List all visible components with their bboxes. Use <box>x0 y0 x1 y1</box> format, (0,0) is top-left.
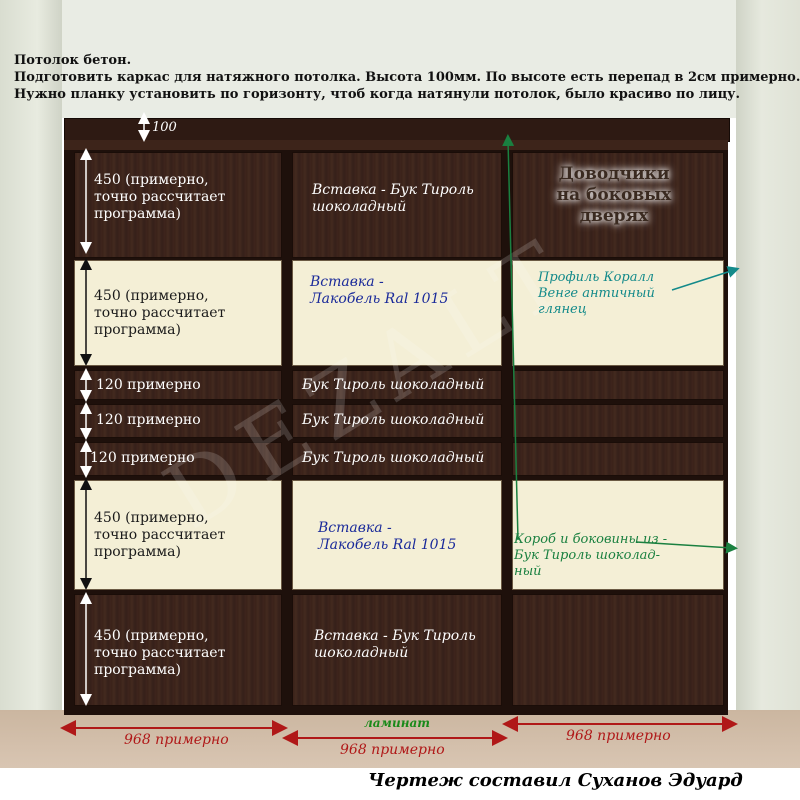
door2-row6-label: Вставка - Лакобель Ral 1015 <box>318 520 456 554</box>
label-line: 450 (примерно, <box>94 510 209 526</box>
label-line: программа) <box>94 544 181 560</box>
door2-row5-label: Бук Тироль шоколадный <box>302 450 485 466</box>
label-line: программа) <box>94 206 181 222</box>
label-line: на боковых <box>556 185 672 205</box>
label-line: Вставка - Бук Тироль <box>312 182 474 198</box>
width-middle-label: 968 примерно <box>340 742 445 758</box>
door1-panel-5 <box>74 442 282 476</box>
signature: Чертеж составил Суханов Эдуард <box>368 770 743 791</box>
box-leader-top <box>502 134 519 541</box>
label-line: Короб и боковины из - <box>514 532 668 547</box>
width-right-label: 968 примерно <box>566 728 671 744</box>
label-line: Бук Тироль шоколад- <box>514 548 661 563</box>
door1-row5-label: 120 примерно <box>90 450 195 466</box>
label-line: шоколадный <box>312 199 407 215</box>
box-leader-side <box>635 541 738 554</box>
label-line: Вставка - <box>318 520 392 536</box>
note-line: Потолок бетон. <box>14 53 132 68</box>
door2-panel-1 <box>292 152 502 258</box>
door3-panel-7 <box>512 594 724 706</box>
door1-row3-label: 120 примерно <box>96 377 201 393</box>
bottom-band <box>0 768 800 800</box>
door2-panel-5 <box>292 442 502 476</box>
door3-panel-5 <box>512 442 724 476</box>
label-line: Лакобель Ral 1015 <box>318 537 457 553</box>
label-line: 450 (примерно, <box>94 172 209 188</box>
note-line: Подготовить каркас для натяжного потолка… <box>14 70 800 85</box>
label-line: дверях <box>579 206 649 226</box>
label-line: Венге античный <box>538 286 655 301</box>
door1-row1-label: 450 (примерно, точно рассчитает программ… <box>94 172 225 223</box>
note-line: Нужно планку установить по горизонту, чт… <box>14 87 741 102</box>
label-line: шоколадный <box>314 645 409 661</box>
label-line: программа) <box>94 662 181 678</box>
ceiling <box>0 0 800 118</box>
label-line: точно рассчитает <box>94 305 226 321</box>
door1-row2-label: 450 (примерно, точно рассчитает программ… <box>94 288 225 339</box>
top-height-dim: 100 <box>152 120 177 135</box>
door2-panel-3 <box>292 370 502 400</box>
label-line: Вставка - Бук Тироль <box>314 628 476 644</box>
door2-panel-6 <box>292 480 502 590</box>
label-line: точно рассчитает <box>94 527 226 543</box>
label-line: 450 (примерно, <box>94 288 209 304</box>
door3-panel-1 <box>512 152 724 258</box>
label-line: программа) <box>94 322 181 338</box>
door1-panel-7 <box>74 594 282 706</box>
door1-row6-label: 450 (примерно, точно рассчитает программ… <box>94 510 225 561</box>
label-line: точно рассчитает <box>94 645 226 661</box>
width-left-label: 968 примерно <box>124 732 229 748</box>
label-line: 450 (примерно, <box>94 628 209 644</box>
door1-panel-1 <box>74 152 282 258</box>
door1-row7-label: 450 (примерно, точно рассчитает программ… <box>94 628 225 679</box>
notes: Потолок бетон. Подготовить каркас для на… <box>14 52 800 103</box>
door2-panel-4 <box>292 404 502 438</box>
floor-label: ламинат <box>364 716 430 730</box>
profile-leader <box>671 266 740 291</box>
label-line: ный <box>514 564 542 579</box>
door1-row4-label: 120 примерно <box>96 412 201 428</box>
door3-panel-6 <box>512 480 724 590</box>
label-line: Профиль Коралл <box>538 270 655 285</box>
label-line: Лакобель Ral 1015 <box>310 291 449 307</box>
door3-panel-3 <box>512 370 724 400</box>
door1-panel-6 <box>74 480 282 590</box>
door2-row1-label: Вставка - Бук Тироль шоколадный <box>312 182 474 216</box>
profile-label: Профиль Коралл Венге античный глянец <box>538 270 655 318</box>
door1-panel-2 <box>74 260 282 366</box>
door1-panel-4 <box>74 404 282 438</box>
label-line: Вставка - <box>310 274 384 290</box>
door2-panel-2 <box>292 260 502 366</box>
label-line: глянец <box>538 302 587 317</box>
box-label: Короб и боковины из - Бук Тироль шоколад… <box>514 532 667 580</box>
door2-row4-label: Бук Тироль шоколадный <box>302 412 485 428</box>
label-line: Доводчики <box>558 164 670 184</box>
closers-label: Доводчики на боковых дверях <box>554 164 674 227</box>
door2-row3-label: Бук Тироль шоколадный <box>302 377 485 393</box>
door2-row7-label: Вставка - Бук Тироль шоколадный <box>314 628 476 662</box>
label-line: точно рассчитает <box>94 189 226 205</box>
door3-panel-4 <box>512 404 724 438</box>
door1-panel-3 <box>74 370 282 400</box>
right-wall <box>736 0 800 720</box>
door2-row2-label: Вставка - Лакобель Ral 1015 <box>310 274 448 308</box>
door2-panel-7 <box>292 594 502 706</box>
left-wall <box>0 0 62 720</box>
door3-panel-2 <box>512 260 724 366</box>
